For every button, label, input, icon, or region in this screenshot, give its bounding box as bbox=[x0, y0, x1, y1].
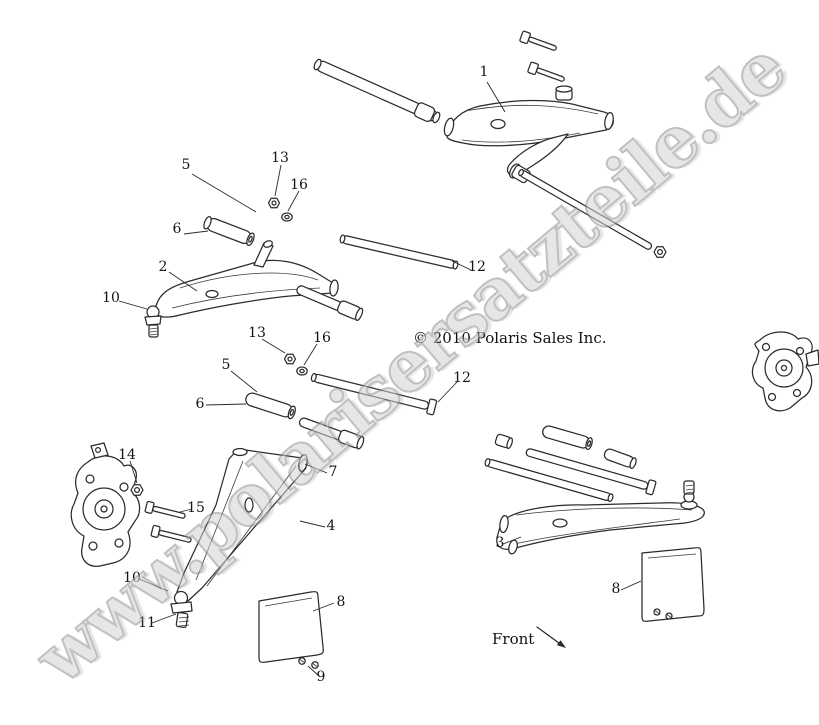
callout-label-8: 8 bbox=[611, 581, 621, 597]
upper-right-control-arm bbox=[443, 85, 614, 179]
callout-label-5: 5 bbox=[181, 157, 191, 173]
guard-screws-right bbox=[653, 608, 673, 620]
lower-bushing-tube bbox=[245, 392, 296, 420]
callout-label-14: 14 bbox=[118, 447, 136, 463]
lower-ball-joint bbox=[170, 590, 193, 628]
callout-label-2: 2 bbox=[158, 259, 168, 275]
callout-label-16: 16 bbox=[313, 330, 331, 346]
upper-mount-bolts bbox=[519, 30, 565, 82]
callout-label-3: 3 bbox=[495, 535, 505, 551]
right-pivot-shafts bbox=[484, 448, 657, 502]
callout-leader-lines bbox=[118, 81, 642, 677]
callout-label-6: 6 bbox=[172, 221, 182, 237]
guard-screws-left bbox=[298, 657, 319, 669]
lower-sleeve-rod bbox=[298, 417, 365, 450]
callout-label-7: 7 bbox=[328, 464, 338, 480]
callout-label-4: 4 bbox=[326, 518, 336, 534]
upper-sleeve-rod bbox=[296, 285, 364, 321]
callout-label-16: 16 bbox=[290, 177, 308, 193]
lower-washer bbox=[296, 366, 308, 376]
right-knuckle bbox=[751, 331, 819, 412]
upper-pivot-shaft bbox=[339, 234, 459, 270]
front-direction-label: Front bbox=[492, 630, 535, 648]
callout-label-10: 10 bbox=[123, 570, 141, 586]
callout-label-11: 11 bbox=[138, 615, 156, 631]
right-ball-joint bbox=[680, 480, 698, 510]
copyright-notice: © 2010 Polaris Sales Inc. bbox=[413, 329, 607, 347]
callout-label-13: 13 bbox=[248, 325, 266, 341]
callout-label-12: 12 bbox=[453, 370, 471, 386]
upper-right-pivot-bolt bbox=[511, 164, 667, 258]
callout-label-9: 9 bbox=[316, 669, 326, 685]
knuckle-nut bbox=[130, 484, 144, 496]
callout-label-5: 5 bbox=[221, 357, 231, 373]
lower-left-control-arm bbox=[176, 447, 308, 602]
callout-label-13: 13 bbox=[271, 150, 289, 166]
lower-pivot-bolt bbox=[310, 372, 438, 416]
left-guard-plate bbox=[258, 591, 324, 663]
upper-nut bbox=[267, 197, 281, 209]
callout-label-8: 8 bbox=[336, 594, 346, 610]
knuckle-bolts bbox=[144, 500, 192, 543]
callout-label-15: 15 bbox=[187, 500, 205, 516]
upper-washer bbox=[281, 212, 293, 222]
left-knuckle bbox=[70, 442, 141, 567]
right-bushings bbox=[494, 425, 637, 469]
lower-nut bbox=[283, 353, 297, 365]
callout-label-6: 6 bbox=[195, 396, 205, 412]
callout-label-10: 10 bbox=[102, 290, 120, 306]
callout-label-12: 12 bbox=[468, 259, 486, 275]
upper-bushing-tube bbox=[203, 215, 255, 247]
lower-right-control-arm bbox=[496, 502, 705, 555]
right-guard-plate bbox=[641, 547, 705, 622]
callout-label-1: 1 bbox=[479, 64, 489, 80]
front-arrow bbox=[536, 626, 566, 648]
upper-pivot-tube bbox=[313, 58, 441, 124]
upper-ball-joint bbox=[144, 305, 162, 338]
